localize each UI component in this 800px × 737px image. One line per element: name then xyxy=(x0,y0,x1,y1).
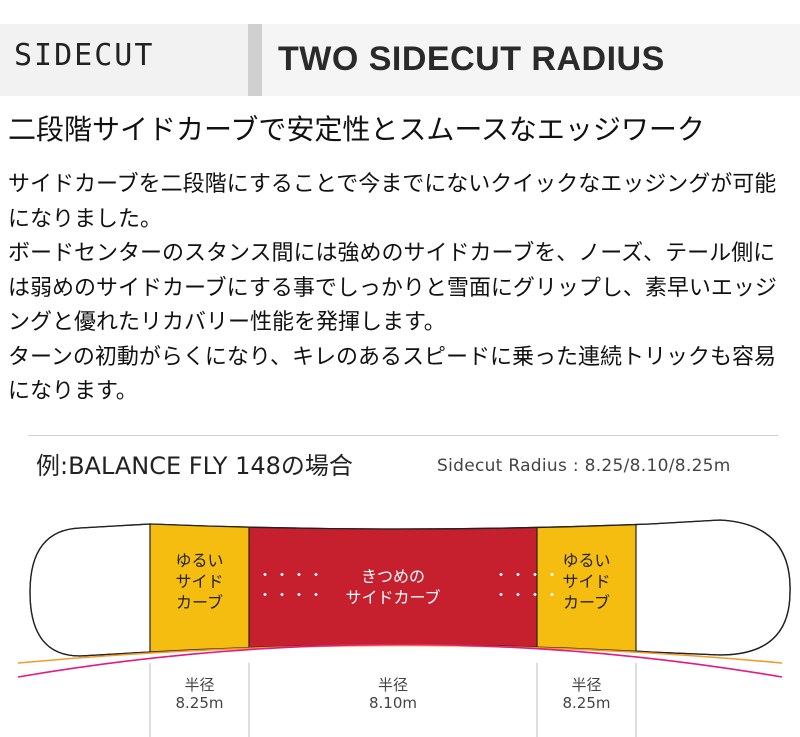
radius-value: 8.10m xyxy=(368,694,417,712)
left-zone-label: ゆるい サイド カーブ xyxy=(150,550,249,613)
feature-title-bar: TWO SIDECUT RADIUS xyxy=(262,24,800,96)
right-zone-label: ゆるい サイド カーブ xyxy=(537,550,636,613)
paragraph: ターンの初動がらくになり、キレのあるスピードに乗った連続トリックも容易になります… xyxy=(8,344,777,405)
header-divider xyxy=(248,24,262,96)
radius-label-left: 半径 8.25m xyxy=(150,676,249,712)
paragraph: サイドカーブを二段階にすることで今までにないクイックなエッジングが可能になりまし… xyxy=(8,172,777,232)
sidecut-diagram: ゆるい サイド カーブ きつめの サイドカーブ ゆるい サイド カーブ ・・・・… xyxy=(0,480,800,737)
radius-label-center: 半径 8.10m xyxy=(249,676,537,712)
dots-row: ・・・・ xyxy=(258,568,326,584)
dots-row: ・・・・ xyxy=(494,568,562,584)
headline: 二段階サイドカーブで安定性とスムースなエッジワーク xyxy=(8,113,705,146)
radius-caption: 半径 xyxy=(184,676,215,694)
feature-title: TWO SIDECUT RADIUS xyxy=(278,40,665,78)
zone-label-line: きつめの xyxy=(360,567,425,586)
example-title: 例:BALANCE FLY 148の場合 xyxy=(36,452,353,480)
soft-sidecut-curve xyxy=(17,644,783,664)
dots-row: ・・・・ xyxy=(258,588,326,604)
center-zone-label: きつめの サイドカーブ xyxy=(249,566,537,608)
zone-label-line: カーブ xyxy=(175,593,224,612)
radius-value: 8.25m xyxy=(175,694,224,712)
zone-label-line: サイド xyxy=(562,572,611,591)
center-tight-zone xyxy=(249,520,537,656)
radius-value: 8.25m xyxy=(562,694,611,712)
left-soft-zone xyxy=(150,520,249,656)
zone-label-line: カーブ xyxy=(562,593,611,612)
snowboard-illustration xyxy=(17,519,791,737)
sidecut-radius-spec: Sidecut Radius : 8.25/8.10/8.25m xyxy=(437,456,731,476)
sidecut-label: SIDECUT xyxy=(14,38,155,73)
sidecut-tab: SIDECUT xyxy=(0,24,248,96)
paragraph: ボードセンターのスタンス間には強めのサイドカーブを、ノーズ、テール側には弱めのサ… xyxy=(8,241,777,335)
radius-caption: 半径 xyxy=(377,676,408,694)
board-outline-edge xyxy=(29,519,791,657)
diagram-top-rule xyxy=(28,435,778,436)
zone-label-line: サイドカーブ xyxy=(345,588,441,607)
right-soft-zone xyxy=(537,520,636,656)
description: サイドカーブを二段階にすることで今までにないクイックなエッジングが可能になりまし… xyxy=(8,168,794,410)
section-header: SIDECUT TWO SIDECUT RADIUS xyxy=(0,24,800,96)
tight-sidecut-curve xyxy=(17,643,783,678)
zone-label-line: ゆるい xyxy=(175,551,224,570)
radius-caption: 半径 xyxy=(571,676,602,694)
radius-label-right: 半径 8.25m xyxy=(537,676,636,712)
dots-row: ・・・・ xyxy=(494,588,562,604)
dotted-connector: ・・・・ ・・・・ xyxy=(494,566,562,606)
zone-label-line: サイド xyxy=(175,572,224,591)
zone-label-line: ゆるい xyxy=(562,551,611,570)
dotted-connector: ・・・・ ・・・・ xyxy=(258,566,326,606)
